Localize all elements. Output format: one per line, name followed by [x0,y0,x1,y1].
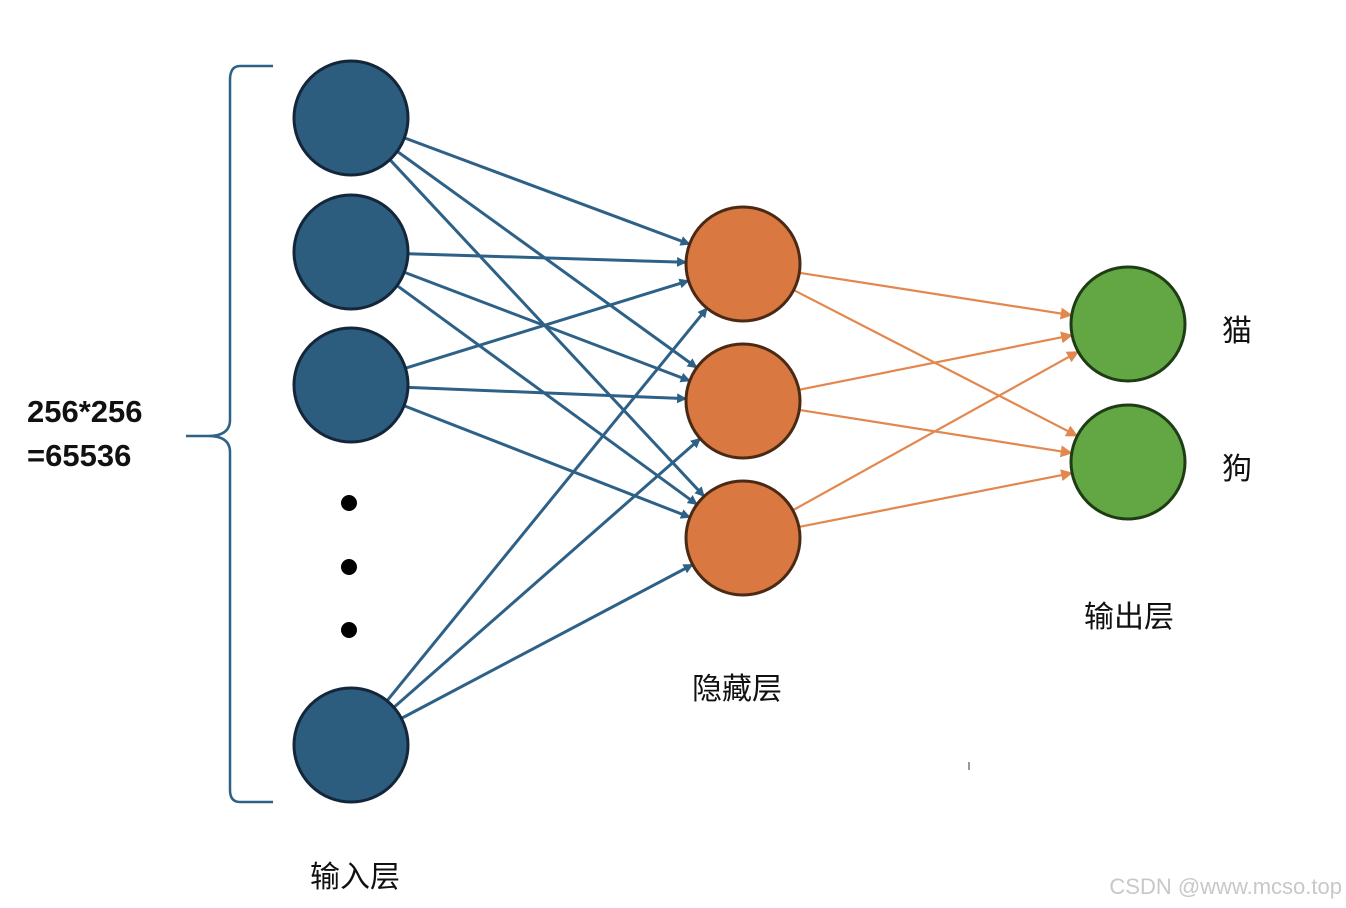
ellipsis-dot [341,622,357,638]
edge-hidden-output [798,331,1074,391]
input-node [292,193,410,311]
edge-input-hidden [403,136,691,246]
input-brace [186,64,273,804]
edge-hidden-output [798,469,1074,529]
output-node [1069,403,1187,521]
input-layer-label: 输入层 [310,860,400,895]
watermark: CSDN @www.mcso.top [1109,874,1342,899]
hidden-node [684,342,802,460]
input-node [292,326,410,444]
edge-hidden-output [792,350,1080,512]
input-count-expression: 256*256 [27,394,143,429]
edge-input-hidden [385,307,709,702]
output-layer-label: 输出层 [1084,600,1174,635]
input-node [292,59,410,177]
ellipsis-dot [341,495,357,511]
edge-input-hidden [403,404,691,519]
output-label-cat: 猫 [1222,314,1252,349]
input-count-result: =65536 [27,438,132,473]
edge-input-hidden [407,385,688,404]
stray-mark [968,762,970,770]
output-label-dog: 狗 [1222,452,1252,487]
input-count-label: 256*256 =65536 [27,390,143,478]
edge-input-hidden [396,284,698,506]
output-node [1069,265,1187,383]
edge-input-hidden [400,563,694,720]
hidden-node [684,205,802,323]
edge-input-hidden [407,252,688,267]
hidden-layer-label: 隐藏层 [692,672,782,707]
input-node [292,686,410,804]
hidden-node [684,479,802,597]
edge-input-hidden [403,270,691,383]
edge-hidden-output [799,271,1073,320]
edge-input-hidden [405,278,690,370]
ellipsis-dot [341,559,357,575]
ellipsis-dots [341,495,357,638]
edge-input-hidden [392,437,702,709]
